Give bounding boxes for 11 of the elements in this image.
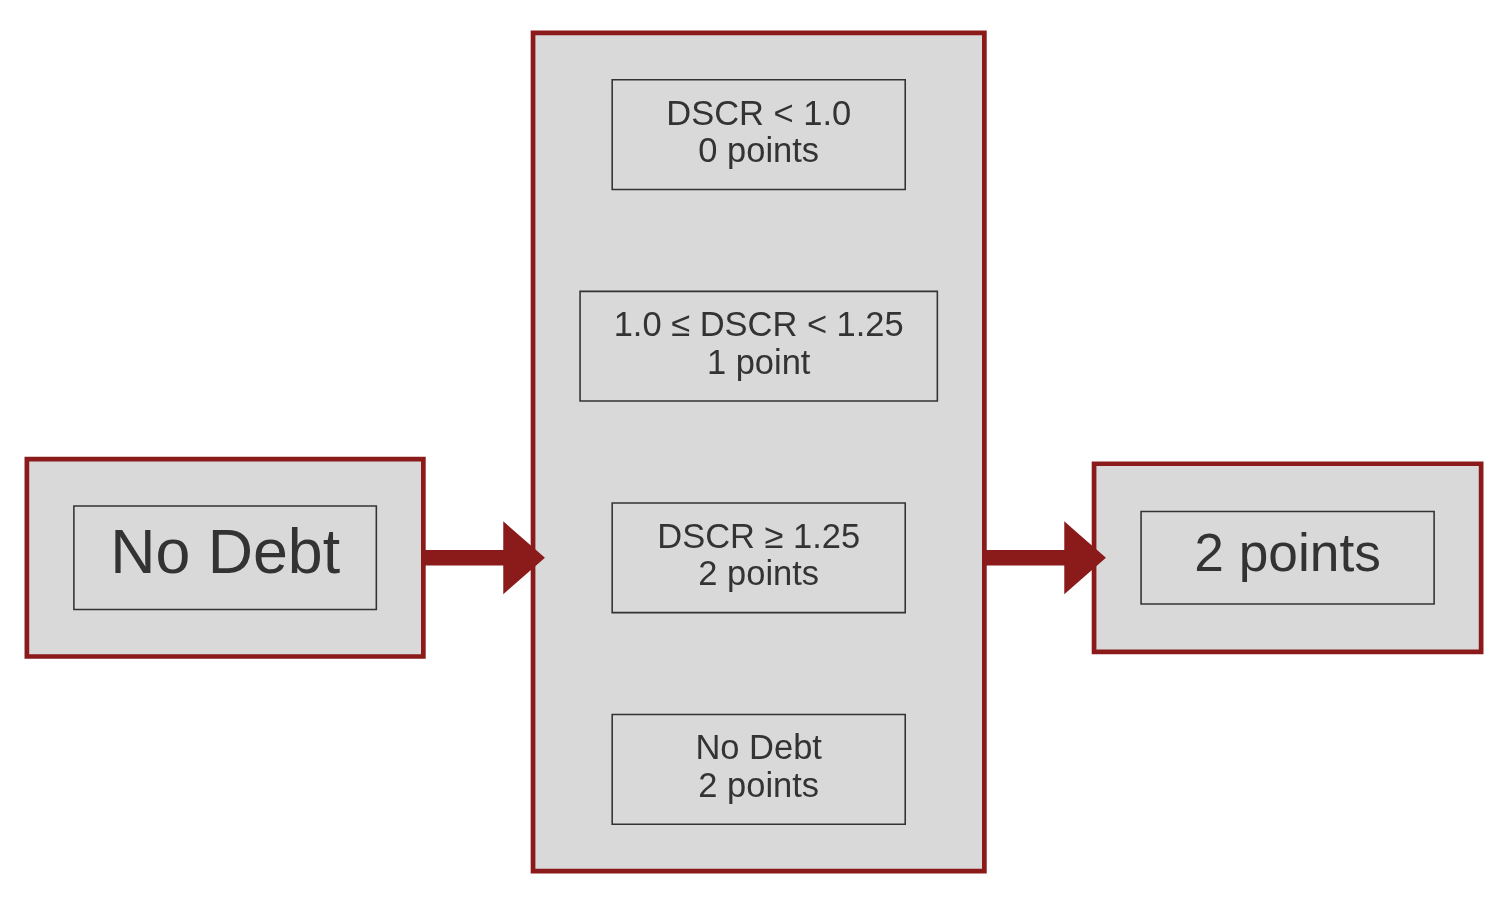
node-box: DSCR < 1.0 0 points xyxy=(611,79,906,191)
node-box: No Debt xyxy=(73,505,378,611)
arrow xyxy=(984,521,1106,595)
node-box: No Debt 2 points xyxy=(611,713,906,825)
node-box: 2 points xyxy=(1140,510,1435,605)
cluster xyxy=(1091,461,1484,655)
arrow xyxy=(423,521,545,595)
node-box: 1.0 ≤ DSCR < 1.25 1 point xyxy=(579,290,939,402)
cluster xyxy=(24,456,426,659)
node-box: DSCR ≥ 1.25 2 points xyxy=(611,502,906,614)
cluster xyxy=(530,30,987,874)
